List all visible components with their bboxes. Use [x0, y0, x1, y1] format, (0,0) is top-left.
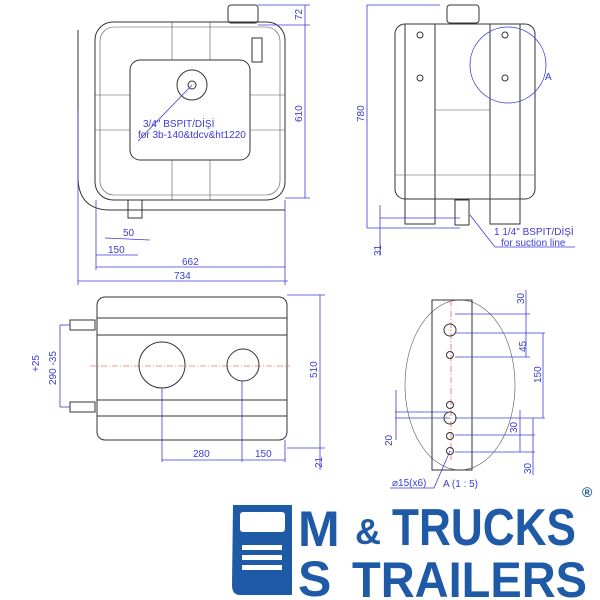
callout-front-line1: 3/4" BSPIT/DİŞİ [143, 117, 214, 130]
outlet-fitting [127, 199, 143, 219]
level-gauge [251, 37, 263, 63]
detail-a-view: 30 45 150 30 20 30 ⌀15(x6) A (1 : 5) [384, 290, 545, 490]
company-logo: M S TRUCKS & TRAILERS ® [232, 484, 593, 600]
strap-lower [96, 399, 288, 417]
top-tank-outline [96, 296, 288, 441]
dim-780: 780 [356, 105, 367, 122]
dim-21: 21 [314, 456, 325, 468]
registered-mark: ® [582, 484, 593, 500]
logo-trucks: TRUCKS [392, 499, 576, 557]
dim-a-20: 20 [384, 434, 395, 446]
detail-title: A (1 : 5) [443, 479, 478, 490]
dim-a-30-bottom: 30 [523, 462, 534, 474]
dim-tolerance: +25 [31, 355, 42, 372]
top-view: +25 290 -35 510 280 150 21 [31, 294, 325, 470]
flange [176, 69, 208, 101]
top-flange [138, 341, 186, 389]
dim-662: 662 [182, 257, 199, 268]
side-tank-outline [394, 23, 536, 200]
hole-label: ⌀15(x6) [392, 478, 426, 489]
detail-marker: A [545, 72, 552, 83]
truck-icon [232, 505, 292, 595]
callout-side-line1: 1 1/4" BSPIT/DİŞİ [494, 225, 574, 238]
inspection-window [129, 59, 251, 161]
callout-side-line2: for suction line [501, 238, 566, 249]
dim-734: 734 [174, 271, 191, 282]
dim-150-top: 150 [255, 449, 272, 460]
dim-510: 510 [309, 361, 320, 378]
logo-trailers: TRAILERS [352, 552, 587, 600]
dim-a-30-top: 30 [516, 292, 527, 304]
logo-m: M [298, 501, 340, 557]
top-filler [226, 348, 260, 382]
dim-a-30-mid: 30 [509, 421, 520, 433]
front-view: 3/4" BSPIT/DİŞİ for 3b-140&tdcv&ht1220 7… [77, 4, 310, 285]
filler-cap [227, 4, 259, 24]
callout-front-line2: for 3b-140&tdcv&ht1220 [138, 130, 246, 141]
detail-a-circle [469, 26, 547, 104]
dim-a-150: 150 [533, 366, 544, 383]
dim-31: 31 [373, 244, 384, 256]
dim-610: 610 [294, 105, 305, 122]
dim-a-45: 45 [518, 340, 529, 352]
logo-ampersand: & [355, 511, 381, 552]
dim-150: 150 [108, 245, 125, 256]
strap-upper [96, 317, 288, 336]
dim-280: 280 [193, 449, 210, 460]
dim-290: 290 -35 [48, 351, 59, 385]
logo-s: S [298, 551, 331, 600]
tank-outline [94, 21, 286, 201]
dim-72: 72 [294, 8, 305, 20]
dim-50: 50 [123, 228, 135, 239]
side-view: A 780 31 1 1/4" BSPIT/DİŞİ for suction l… [356, 4, 575, 256]
